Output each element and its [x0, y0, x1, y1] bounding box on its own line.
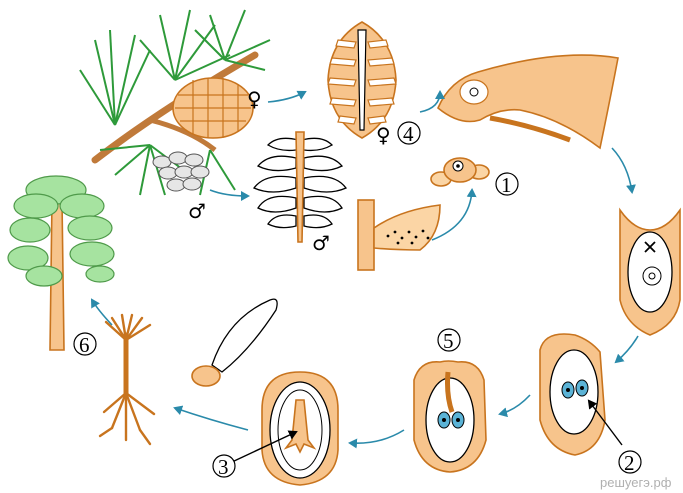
winged-seed — [192, 299, 277, 386]
ovule-egg-stage — [620, 210, 680, 335]
female-cone-section — [328, 22, 396, 138]
svg-text:1: 1 — [501, 173, 512, 197]
ovule-zygote-stage — [414, 361, 486, 472]
label-5: 5 — [438, 329, 460, 353]
svg-text:2: 2 — [624, 451, 635, 475]
seedling — [100, 315, 154, 444]
adult-pine-tree — [8, 176, 114, 350]
svg-text:3: 3 — [218, 455, 229, 479]
ovule-with-pollen — [438, 55, 618, 148]
seed-embryo-stage — [262, 372, 338, 485]
microsporangium — [358, 200, 440, 270]
male-cone-section — [254, 132, 346, 242]
label-2: 2 — [619, 451, 641, 475]
svg-text:6: 6 — [79, 333, 90, 357]
label-4: 4 — [398, 122, 420, 146]
svg-text:5: 5 — [443, 329, 454, 353]
male-symbol-cone: ♂ — [312, 231, 330, 255]
label-1: 1 — [496, 173, 518, 197]
svg-text:4: 4 — [403, 122, 414, 146]
female-cone — [173, 78, 253, 138]
female-symbol-branch: ♀ — [247, 87, 262, 111]
label-3: 3 — [213, 455, 235, 479]
pollen-grain — [431, 158, 489, 186]
watermark: решуегэ.рф — [600, 475, 672, 490]
male-symbol-branch: ♂ — [188, 199, 206, 223]
ovule-fertilization-stage — [540, 334, 605, 455]
female-symbol-cone: ♀ — [376, 123, 391, 147]
label-6: 6 — [74, 333, 96, 357]
